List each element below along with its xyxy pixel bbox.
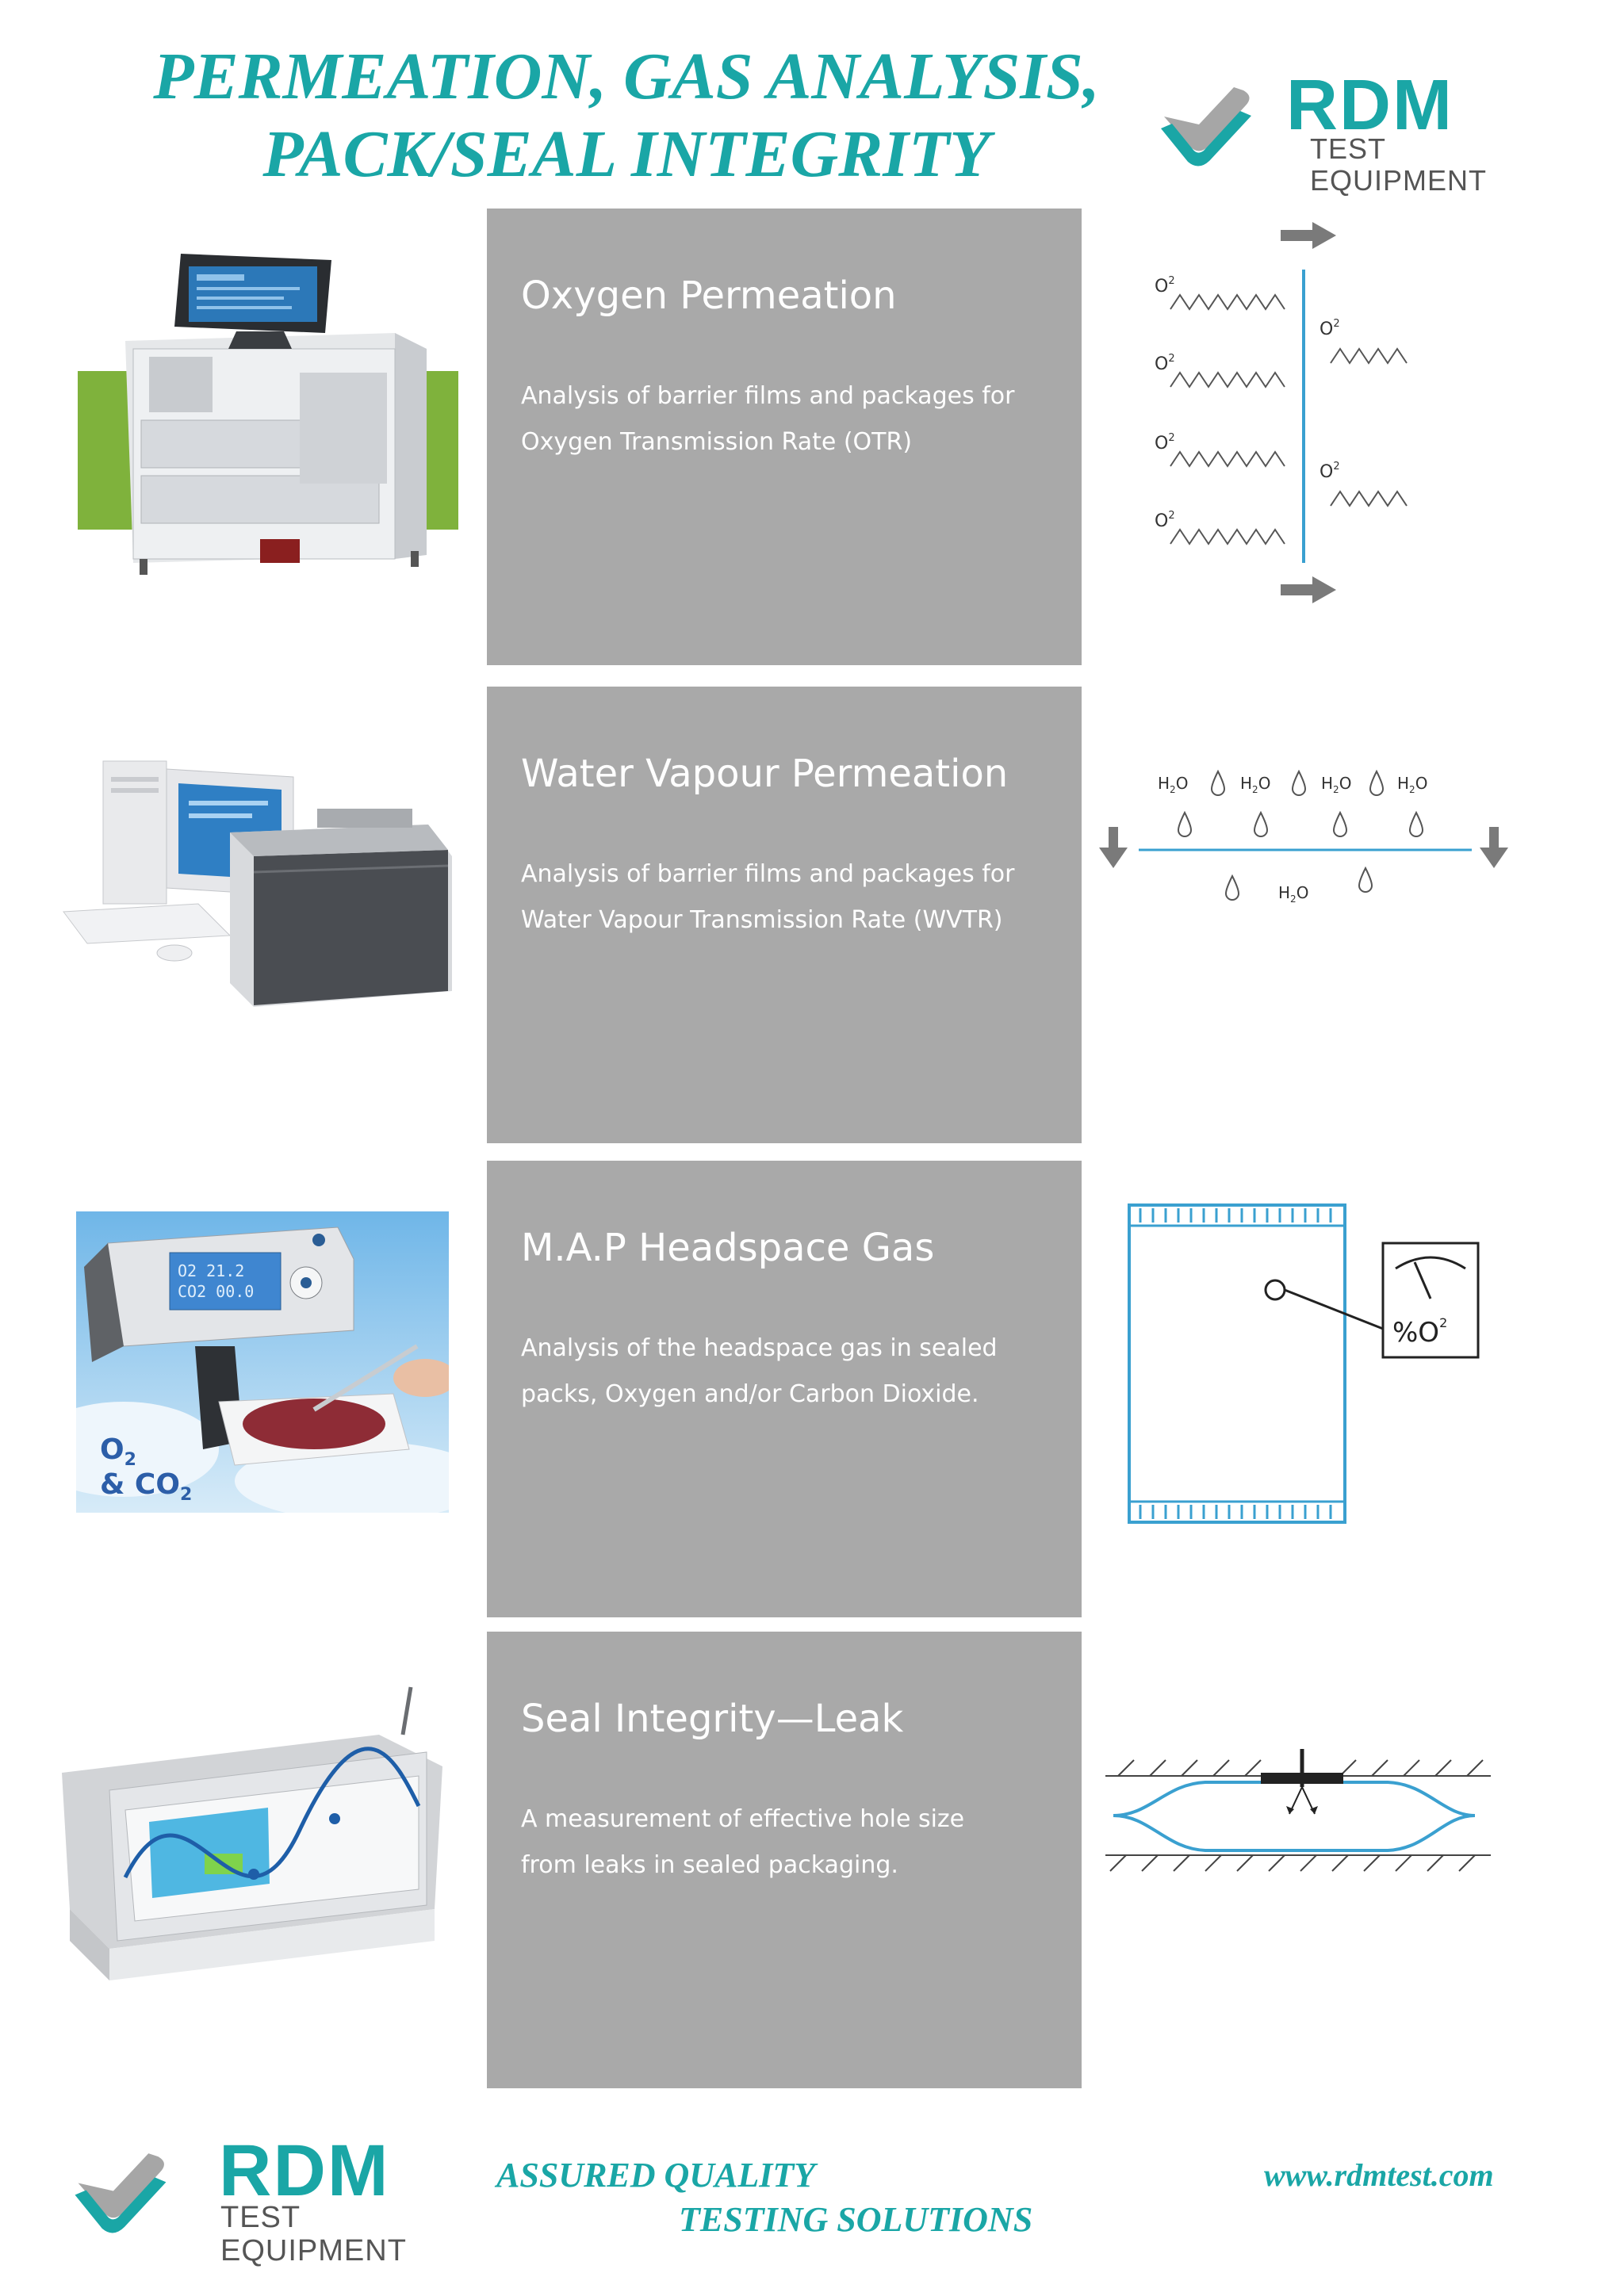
svg-text:O2: O2 <box>1320 318 1340 339</box>
svg-text:H2O: H2O <box>1397 774 1427 795</box>
oxygen-analyser-photo <box>78 238 458 587</box>
headspace-analyser-photo: O2 21.2 CO2 00.0 O2 & CO2 <box>29 1211 488 1521</box>
headspace-gas-diagram: %O2 <box>1126 1202 1491 1527</box>
svg-text:H2O: H2O <box>1240 774 1270 795</box>
arrow-down-icon <box>1099 827 1128 868</box>
tagline-line-2: TESTING SOLUTIONS <box>679 2200 1033 2239</box>
svg-text:O2: O2 <box>100 1433 136 1470</box>
arrow-down-icon <box>1480 827 1508 868</box>
o2-subscript: 2 <box>124 1450 136 1470</box>
leak-tester-photo <box>62 1679 466 1980</box>
gauge-icon <box>1381 1242 1480 1359</box>
oxygen-permeation-diagram: O2 O2 O2 O2 O2 O2 <box>1126 214 1522 618</box>
website-link[interactable]: www.rdmtest.com <box>1264 2157 1494 2193</box>
water-vapour-permeation-description: Analysis of barrier films and packages f… <box>521 851 1060 943</box>
tagline-line-1: ASSURED QUALITY <box>496 2156 816 2195</box>
seal-integrity-leak-description: A measurement of effective hole size fro… <box>521 1797 1060 1888</box>
lcd-line-1: O2 21.2 <box>178 1261 244 1280</box>
map-headspace-gas-panel: M.A.P Headspace Gas Analysis of the head… <box>487 1161 1082 1617</box>
svg-text:O2: O2 <box>1155 432 1175 453</box>
map-headspace-desc-line-1: Analysis of the headspace gas in sealed <box>521 1334 998 1362</box>
map-headspace-gas-description: Analysis of the headspace gas in sealed … <box>521 1326 1060 1418</box>
seal-integrity-leak-panel: Seal Integrity—Leak A measurement of eff… <box>487 1632 1082 2088</box>
seal-integrity-desc-line-2: from leaks in sealed packaging. <box>521 1851 898 1879</box>
oxygen-permeation-title: Oxygen Permeation <box>521 274 897 318</box>
map-headspace-gas-title: M.A.P Headspace Gas <box>521 1226 935 1270</box>
rdm-logo-header: RDM TEST EQUIPMENT <box>1158 66 1546 197</box>
svg-text:O2: O2 <box>1320 461 1340 482</box>
svg-text:& CO2: & CO2 <box>100 1468 192 1505</box>
gauge-label: %O <box>1392 1317 1439 1349</box>
rdm-swoosh-icon <box>75 2153 167 2233</box>
water-vapour-desc-line-2: Water Vapour Transmission Rate (WVTR) <box>521 906 1003 934</box>
probe-point <box>1264 1279 1286 1301</box>
lcd-line-2: CO2 00.0 <box>178 1282 254 1301</box>
svg-text:H2O: H2O <box>1321 774 1351 795</box>
arrow-right-icon <box>1281 576 1336 603</box>
svg-text:O2: O2 <box>1155 510 1175 531</box>
sealed-package <box>1113 1781 1476 1852</box>
water-vapour-analyser-photo <box>56 753 460 1015</box>
water-vapour-permeation-title: Water Vapour Permeation <box>521 752 1009 796</box>
arrow-right-icon <box>1281 222 1336 249</box>
water-vapour-permeation-diagram: H2O H2O H2O H2O H2O <box>1094 757 1522 916</box>
page-title: PERMEATION, GAS ANALYSIS, PACK/SEAL INTE… <box>79 38 1174 193</box>
water-vapour-desc-line-1: Analysis of barrier films and packages f… <box>521 860 1015 888</box>
logo-word: RDM <box>1286 66 1454 145</box>
svg-text:%O2: %O2 <box>1392 1315 1447 1349</box>
seal-integrity-diagram <box>1102 1741 1499 1884</box>
logo-word: RDM <box>219 2130 390 2211</box>
page-title-line-2: PACK/SEAL INTEGRITY <box>262 117 990 191</box>
water-vapour-permeation-panel: Water Vapour Permeation Analysis of barr… <box>487 687 1082 1143</box>
logo-subtitle: TEST EQUIPMENT <box>1310 132 1488 197</box>
rdm-swoosh-icon <box>1161 87 1251 166</box>
oxygen-permeation-description: Analysis of barrier films and packages f… <box>521 373 1060 465</box>
svg-text:O2: O2 <box>1155 275 1175 297</box>
svg-text:O2: O2 <box>1155 353 1175 374</box>
page-title-line-1: PERMEATION, GAS ANALYSIS, <box>153 40 1100 113</box>
map-headspace-desc-line-2: packs, Oxygen and/or Carbon Dioxide. <box>521 1380 979 1408</box>
logo-subtitle: TEST EQUIPMENT <box>220 2201 407 2267</box>
seal-integrity-desc-line-1: A measurement of effective hole size <box>521 1805 965 1833</box>
seal-integrity-leak-title: Seal Integrity—Leak <box>521 1697 904 1741</box>
oxygen-permeation-panel: Oxygen Permeation Analysis of barrier fi… <box>487 209 1082 665</box>
gauge-superscript: 2 <box>1439 1315 1447 1330</box>
co2-label: & CO <box>100 1468 180 1501</box>
sealed-pack <box>1128 1203 1346 1524</box>
o2-label: O <box>100 1433 124 1466</box>
svg-text:H2O: H2O <box>1158 774 1188 795</box>
co2-subscript: 2 <box>180 1485 192 1505</box>
oxygen-permeation-desc-line-2: Oxygen Transmission Rate (OTR) <box>521 428 913 456</box>
rdm-logo-footer: RDM TEST EQUIPMENT <box>68 2134 473 2267</box>
svg-text:H2O: H2O <box>1278 883 1308 905</box>
oxygen-permeation-desc-line-1: Analysis of barrier films and packages f… <box>521 382 1015 410</box>
